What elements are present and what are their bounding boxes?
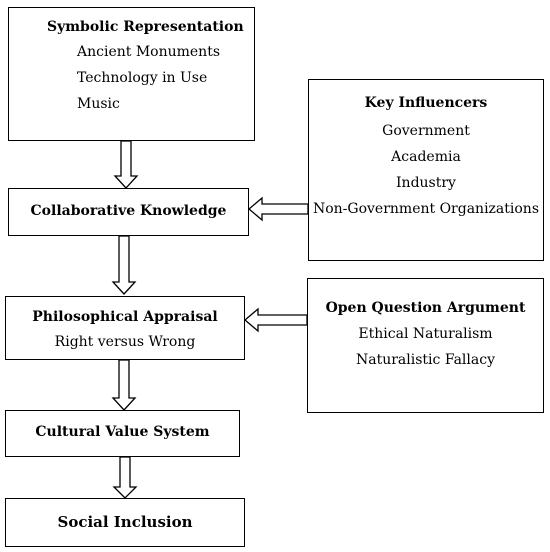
symbolic-item: Technology in Use <box>77 70 208 86</box>
arrow-influencers-to-collaborative <box>247 196 309 222</box>
influencer-item: Government <box>382 123 470 139</box>
collaborative-knowledge-title: Collaborative Knowledge <box>30 203 227 219</box>
collaborative-knowledge-box: Collaborative Knowledge <box>8 188 249 236</box>
social-inclusion-box: Social Inclusion <box>5 498 245 547</box>
open-question-item: Naturalistic Fallacy <box>356 352 495 368</box>
cultural-value-system-box: Cultural Value System <box>5 410 240 457</box>
influencer-item: Academia <box>391 149 461 165</box>
arrow-philosophical-to-cultural <box>111 359 137 411</box>
symbolic-item: Ancient Monuments <box>77 44 221 60</box>
open-question-box: Open Question Argument Ethical Naturalis… <box>307 278 544 413</box>
open-question-title: Open Question Argument <box>325 300 526 316</box>
cultural-value-system-title: Cultural Value System <box>35 424 210 440</box>
key-influencers-box: Key Influencers Government Academia Indu… <box>308 79 544 261</box>
symbolic-representation-box: Symbolic Representation Ancient Monument… <box>8 7 255 141</box>
influencer-item: Industry <box>396 175 456 191</box>
key-influencers-title: Key Influencers <box>364 95 488 111</box>
influencer-item: Non-Government Organizations <box>312 201 540 217</box>
philosophical-appraisal-subtitle: Right versus Wrong <box>54 334 196 350</box>
arrow-collaborative-to-philosophical <box>111 235 137 295</box>
arrow-openquestion-to-philosophical <box>243 307 308 333</box>
philosophical-appraisal-title: Philosophical Appraisal <box>32 309 218 325</box>
philosophical-appraisal-box: Philosophical Appraisal Right versus Wro… <box>5 296 245 360</box>
arrow-symbolic-to-collaborative <box>113 140 139 189</box>
social-inclusion-title: Social Inclusion <box>57 513 193 531</box>
symbolic-representation-title: Symbolic Representation <box>47 19 244 35</box>
open-question-item: Ethical Naturalism <box>358 326 493 342</box>
symbolic-item: Music <box>77 96 120 112</box>
arrow-cultural-to-social <box>112 456 138 499</box>
